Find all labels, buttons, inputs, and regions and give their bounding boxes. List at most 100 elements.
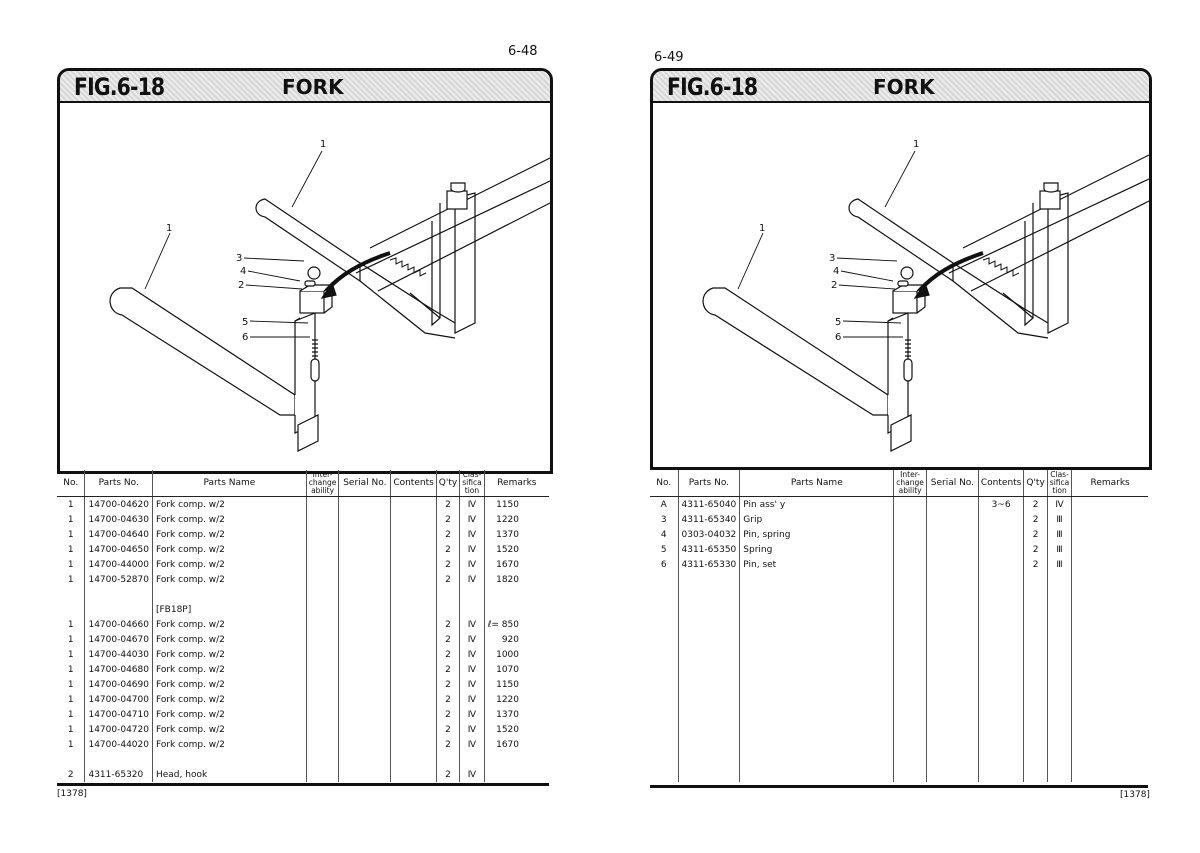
header-parts-no: Parts No. — [84, 470, 153, 497]
cell-no — [57, 602, 85, 617]
table-header-row: No. Parts No. Parts Name Inter-change ab… — [57, 470, 549, 497]
parts-table: No. Parts No. Parts Name Inter-change ab… — [650, 470, 1148, 782]
cell-contents — [977, 557, 1024, 572]
cell-part-name: Fork comp. w/2 — [151, 692, 307, 707]
figure-box: FIG.6-18 FORK — [650, 68, 1152, 470]
empty-cell — [677, 767, 740, 782]
cell-qty: 2 — [435, 542, 460, 557]
cell-remarks: 1070 — [483, 662, 549, 677]
callout-2: 2 — [831, 280, 837, 291]
cell-contents — [390, 647, 437, 662]
empty-cell — [893, 617, 927, 632]
cell-contents — [390, 527, 437, 542]
cell-classification: Ⅳ — [459, 737, 485, 752]
cell-part-name: Fork comp. w/2 — [151, 557, 307, 572]
cell-no: 1 — [67, 679, 74, 690]
cell-serial-no — [338, 512, 391, 527]
empty-cell — [1071, 752, 1148, 767]
empty-cell — [977, 722, 1024, 737]
cell-part-name: Grip — [739, 512, 894, 527]
cell-qty: 2 — [1023, 496, 1048, 512]
callout-6: 6 — [242, 332, 248, 343]
empty-cell — [925, 662, 979, 677]
callout-1a: 1 — [913, 139, 919, 150]
cell-serial-no — [925, 542, 979, 557]
cell-no: 6 — [660, 559, 667, 570]
cell-classification: Ⅲ — [1046, 542, 1072, 557]
empty-cell — [1023, 737, 1048, 752]
cell-interchange — [305, 752, 339, 767]
cell-no: 5 — [660, 544, 667, 555]
cell-part-name: Fork comp. w/2 — [151, 632, 307, 647]
empty-cell — [739, 602, 894, 617]
empty-cell — [893, 707, 927, 722]
cell-part-name: Fork comp. w/2 — [151, 662, 307, 677]
empty-cell — [1023, 572, 1048, 587]
cell-interchange — [305, 542, 339, 557]
cell-contents — [390, 767, 437, 782]
cell-part-name: Fork comp. w/2 — [151, 737, 307, 752]
cell-classification: Ⅳ — [459, 662, 485, 677]
empty-cell — [893, 647, 927, 662]
figure-label: FIG.6-18 — [667, 73, 758, 101]
cell-serial-no — [338, 542, 391, 557]
cell-remarks: 1370 — [483, 707, 549, 722]
empty-cell — [1046, 662, 1072, 677]
header-qty: Q'ty — [1023, 470, 1048, 497]
cell-contents — [390, 677, 437, 692]
cell-part-name: Pin ass' y — [739, 496, 894, 512]
cell-interchange — [305, 557, 339, 572]
cell-part-name: Fork comp. w/2 — [151, 572, 307, 587]
cell-part-name: Head, hook — [151, 767, 307, 782]
callout-4: 4 — [833, 266, 839, 277]
cell-interchange — [305, 496, 339, 512]
cell-qty — [435, 602, 460, 617]
empty-cell — [650, 662, 678, 677]
cell-qty: 2 — [1023, 542, 1048, 557]
empty-cell — [925, 572, 979, 587]
left-page: 6-48 FIG.6-18 FORK — [57, 44, 553, 799]
cell-classification: Ⅳ — [459, 647, 485, 662]
cell-no: 1 — [67, 664, 74, 675]
empty-row — [650, 707, 1148, 722]
cell-serial-no — [925, 512, 979, 527]
empty-cell — [1046, 572, 1072, 587]
cell-qty: 2 — [1023, 512, 1048, 527]
footer-code: [1378] — [57, 789, 87, 799]
header-no: No. — [57, 470, 85, 497]
empty-cell — [677, 722, 740, 737]
empty-cell — [739, 737, 894, 752]
cell-remarks — [1071, 557, 1148, 572]
cell-contents — [390, 662, 437, 677]
cell-classification: Ⅳ — [459, 707, 485, 722]
cell-part-no: 14700-44020 — [84, 737, 153, 752]
cell-classification: Ⅳ — [459, 767, 485, 782]
cell-qty: 2 — [435, 677, 460, 692]
cell-qty: 2 — [435, 572, 460, 587]
empty-cell — [1023, 662, 1048, 677]
empty-cell — [893, 662, 927, 677]
cell-part-name: Pin, spring — [739, 527, 894, 542]
cell-qty: 2 — [435, 737, 460, 752]
empty-row — [650, 752, 1148, 767]
cell-classification — [459, 752, 485, 767]
cell-part-name: Fork comp. w/2 — [151, 722, 307, 737]
cell-no: 1 — [67, 739, 74, 750]
empty-cell — [925, 752, 979, 767]
empty-cell — [893, 722, 927, 737]
empty-row — [650, 737, 1148, 752]
cell-interchange — [305, 677, 339, 692]
empty-cell — [650, 602, 678, 617]
empty-cell — [925, 737, 979, 752]
cell-part-name: [FB18P] — [151, 602, 307, 617]
page-number: 6-49 — [654, 50, 684, 65]
cell-part-name: Fork comp. w/2 — [151, 707, 307, 722]
empty-row — [650, 647, 1148, 662]
cell-part-name — [151, 587, 307, 602]
